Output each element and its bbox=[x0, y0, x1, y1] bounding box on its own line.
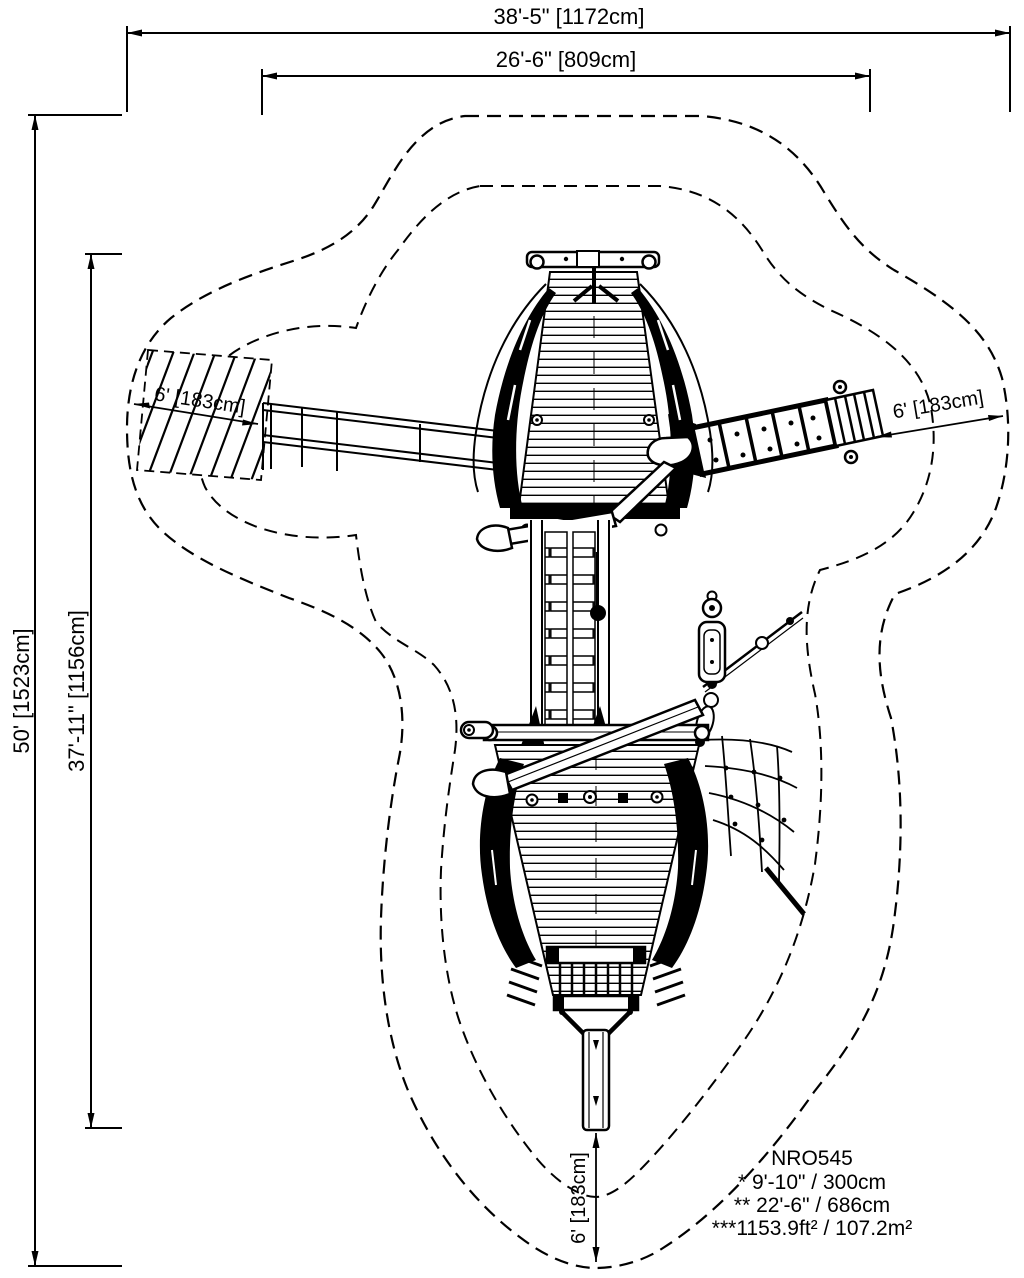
clearance-bottom: 6' [183cm] bbox=[568, 1133, 600, 1262]
clearance-bottom-label: 6' [183cm] bbox=[568, 1152, 590, 1244]
stern-hull-right bbox=[652, 758, 709, 968]
structure-depth-label: 37'-11" [1156cm] bbox=[64, 610, 89, 772]
periscope-panel bbox=[695, 590, 804, 747]
model-number: NRO545 bbox=[771, 1147, 853, 1170]
climbing-net bbox=[701, 735, 806, 916]
access-ramp-right bbox=[668, 379, 885, 478]
clearance-right-label: 6' [183cm] bbox=[891, 387, 985, 424]
pole-finial bbox=[590, 605, 606, 621]
safety-zone-inner-boundary bbox=[195, 185, 935, 1199]
slide-lower bbox=[471, 698, 705, 799]
structure-width-label: 26'-6" [809cm] bbox=[496, 47, 636, 72]
legend-notes: NRO545 * 9'-10" / 300cm ** 22'-6" / 686c… bbox=[712, 1147, 912, 1240]
dimension-structure-width: 26'-6" [809cm] bbox=[261, 47, 871, 115]
safety-zone-outer-boundary bbox=[125, 114, 1010, 1270]
dimension-structure-depth: 37'-11" [1156cm] bbox=[64, 253, 122, 1129]
clearance-right: 6' [183cm] bbox=[875, 387, 1004, 438]
bow-deck-section bbox=[472, 250, 714, 537]
stern-hull-left bbox=[479, 758, 536, 968]
dimension-overall-width: 38'-5" [1172cm] bbox=[126, 4, 1011, 112]
overall-depth-label: 50' [1523cm] bbox=[9, 628, 34, 753]
overall-width-label: 38'-5" [1172cm] bbox=[493, 4, 644, 29]
stern-bottom-assembly bbox=[506, 945, 686, 1132]
note-area: ***1153.9ft² / 107.2m² bbox=[712, 1217, 912, 1240]
center-walkway bbox=[520, 520, 612, 748]
dimension-overall-depth: 50' [1523cm] bbox=[9, 114, 122, 1267]
note-fall-height: * 9'-10" / 300cm bbox=[738, 1171, 886, 1194]
note-structure-size: ** 22'-6" / 686cm bbox=[734, 1194, 890, 1217]
access-bridge-left bbox=[262, 402, 516, 474]
bow-hull-left bbox=[492, 288, 556, 508]
